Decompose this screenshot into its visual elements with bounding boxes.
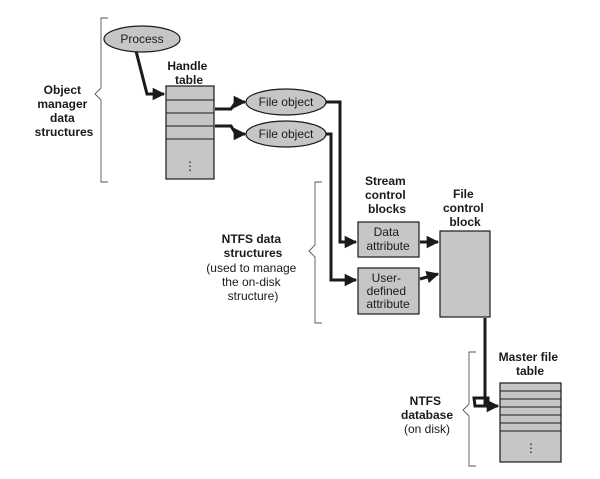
object-manager-label: Object manager data structures xyxy=(35,83,94,139)
object-manager-label-line-1: Object xyxy=(44,83,81,97)
ntfs-data-structures-label: NTFS data structures xyxy=(222,232,285,260)
process-to-handle-table-arrow xyxy=(134,50,166,101)
stream-control-blocks-line-2: control xyxy=(365,188,406,202)
file-object-1-label: File object xyxy=(259,95,314,109)
handle-table-label-line-2: table xyxy=(175,73,203,87)
user-defined-attribute-box[interactable]: User- defined attribute xyxy=(357,267,420,315)
stream-control-blocks-line-1: Stream xyxy=(365,174,406,188)
ntfs-database-bracket xyxy=(462,351,476,467)
ntfs-data-structures-note-line-3: structure) xyxy=(228,289,279,303)
handle-table: ⋮ xyxy=(165,85,215,180)
stream-control-blocks-label: Stream control blocks xyxy=(365,174,409,216)
ntfs-data-structures-note: (used to manage the on-disk structure) xyxy=(206,261,299,303)
object-manager-bracket xyxy=(94,17,108,183)
file-control-block-line-3: block xyxy=(449,215,481,229)
data-attribute-box[interactable]: Data attribute xyxy=(357,221,420,258)
data-attribute-line-1: Data xyxy=(374,225,400,239)
object-manager-label-line-2: manager xyxy=(37,97,87,111)
ntfs-data-structures-line-1: NTFS data xyxy=(222,232,282,246)
ntfs-database-line-2: database xyxy=(401,408,453,422)
master-file-table-ellipsis: ⋮ xyxy=(525,441,537,455)
object-manager-label-line-3: data xyxy=(50,111,75,125)
fcb-to-master-file-table-arrow xyxy=(472,318,500,413)
ntfs-database-note: (on disk) xyxy=(404,422,450,436)
ntfs-database-label: NTFS database xyxy=(401,394,453,422)
data-attribute-label: Data attribute xyxy=(366,225,410,253)
file-object-1[interactable]: File object xyxy=(245,88,327,116)
ntfs-database-line-1: NTFS xyxy=(410,394,441,408)
master-file-table-label: Master file table xyxy=(499,350,562,378)
file-control-block-line-2: control xyxy=(443,201,484,215)
master-file-table-line-2: table xyxy=(516,364,544,378)
process-label: Process xyxy=(120,32,163,46)
handle-table-ellipsis: ⋮ xyxy=(184,159,196,173)
ntfs-data-structures-note-line-2: the on-disk xyxy=(222,275,282,289)
user-attribute-to-fcb-arrow xyxy=(419,270,440,284)
file-control-block[interactable] xyxy=(439,230,491,318)
user-defined-attribute-line-3: attribute xyxy=(366,297,410,311)
handle-table-label-line-1: Handle xyxy=(167,59,207,73)
file-object-2-label: File object xyxy=(259,127,314,141)
file-control-block-line-1: File xyxy=(453,187,474,201)
user-defined-attribute-line-2: defined xyxy=(367,284,406,298)
user-defined-attribute-label: User- defined attribute xyxy=(366,271,410,311)
file-object-1-to-data-attribute-arrow xyxy=(326,100,358,249)
ntfs-data-structures-bracket xyxy=(308,181,322,324)
object-manager-label-line-4: structures xyxy=(35,125,94,139)
process-node[interactable]: Process xyxy=(103,25,181,53)
file-object-2[interactable]: File object xyxy=(245,120,327,148)
handle-entry-to-file-object-2-arrow xyxy=(215,124,247,141)
handle-entry-to-file-object-1-arrow xyxy=(215,95,247,111)
file-object-2-to-user-attribute-arrow xyxy=(326,132,358,287)
master-file-table-line-1: Master file xyxy=(499,350,559,364)
master-file-table[interactable]: ⋮ xyxy=(499,382,562,463)
ntfs-data-structures-note-line-1: (used to manage xyxy=(206,261,296,275)
ntfs-data-structures-line-2: structures xyxy=(224,246,283,260)
stream-control-blocks-line-3: blocks xyxy=(368,202,406,216)
file-control-block-label: File control block xyxy=(443,187,487,229)
handle-table-label: Handle table xyxy=(167,59,210,87)
data-attribute-line-2: attribute xyxy=(366,239,410,253)
user-defined-attribute-line-1: User- xyxy=(372,271,401,285)
